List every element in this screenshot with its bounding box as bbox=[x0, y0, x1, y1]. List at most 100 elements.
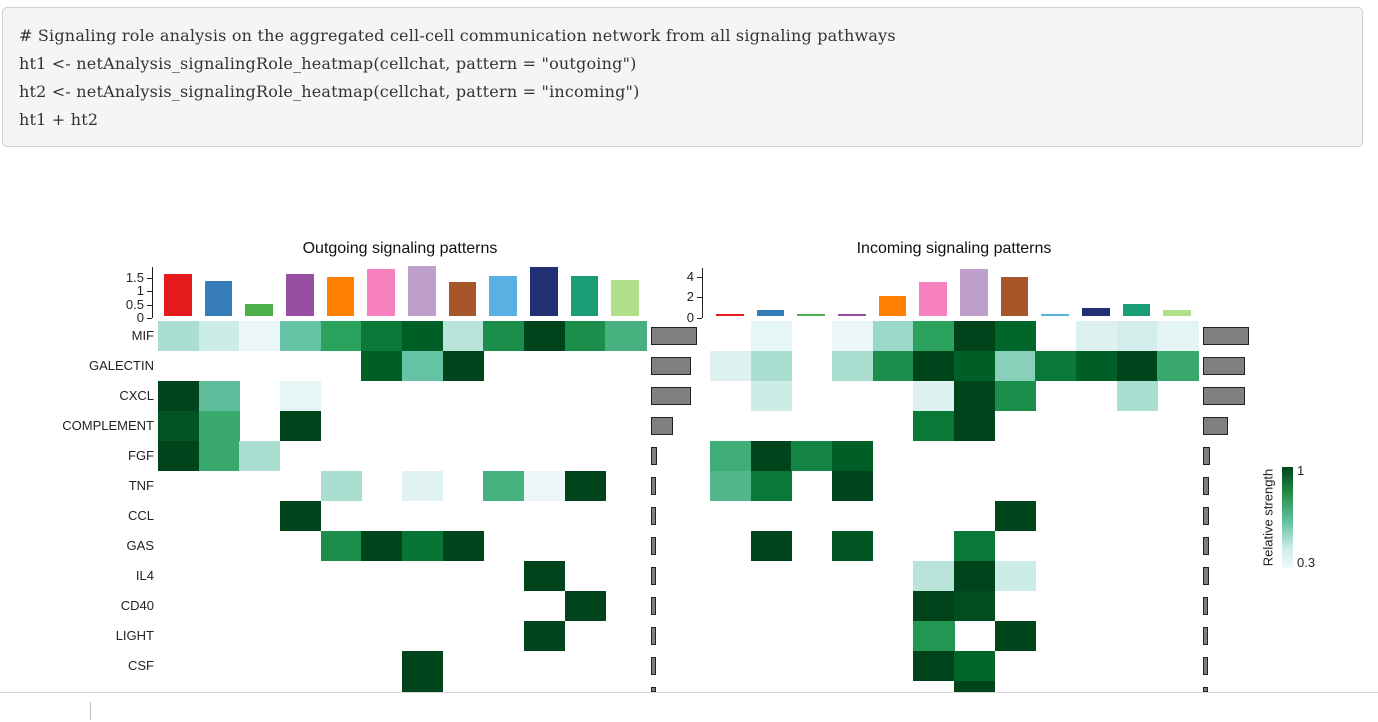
outgoing-heatmap-cell bbox=[280, 411, 322, 441]
outgoing-heatmap-cell bbox=[320, 531, 362, 561]
outgoing-column-bar bbox=[245, 303, 273, 316]
outgoing-heatmap-cell bbox=[605, 321, 647, 351]
incoming-y-tick bbox=[697, 318, 702, 319]
outgoing-row-total-bar bbox=[651, 627, 656, 645]
outgoing-row-total-bar bbox=[651, 657, 656, 675]
outgoing-column-bar bbox=[611, 279, 640, 316]
incoming-heatmap-cell bbox=[1076, 321, 1118, 351]
incoming-heatmap-cell bbox=[832, 531, 874, 561]
bottom-input-bar[interactable] bbox=[0, 692, 1378, 722]
incoming-y-tick-label: 2 bbox=[686, 289, 694, 305]
incoming-column-bar bbox=[756, 309, 785, 316]
incoming-heatmap-cell bbox=[832, 321, 874, 351]
outgoing-column-bar bbox=[326, 276, 355, 316]
incoming-heatmap-cell bbox=[954, 531, 996, 561]
incoming-row-total-bar bbox=[1203, 387, 1246, 405]
incoming-heatmap-cell bbox=[832, 441, 874, 471]
signaling-heatmap-figure: Outgoing signaling patterns Incoming sig… bbox=[62, 240, 1315, 692]
outgoing-column-bar bbox=[489, 275, 518, 316]
incoming-y-tick bbox=[697, 297, 702, 299]
outgoing-heatmap-cell bbox=[239, 321, 281, 351]
incoming-y-tick-label: 0 bbox=[686, 310, 694, 325]
incoming-heatmap-cell bbox=[750, 441, 792, 471]
outgoing-heatmap-cell bbox=[320, 321, 362, 351]
outgoing-heatmap-cell bbox=[361, 351, 403, 381]
incoming-heatmap-cell bbox=[1116, 321, 1158, 351]
incoming-heatmap-cell bbox=[994, 561, 1036, 591]
incoming-heatmap-cell bbox=[791, 441, 833, 471]
incoming-column-bar bbox=[919, 282, 947, 316]
incoming-heatmap-cell bbox=[832, 351, 874, 381]
incoming-heatmap-cell bbox=[750, 351, 792, 381]
row-label-tnf: TNF bbox=[128, 478, 154, 493]
row-label-cxcl: CXCL bbox=[119, 388, 154, 403]
outgoing-y-tick-label: 0.5 bbox=[125, 296, 144, 312]
incoming-heatmap-cell bbox=[954, 591, 996, 621]
row-label-gas: GAS bbox=[126, 538, 154, 553]
incoming-heatmap-cell bbox=[1157, 321, 1199, 351]
outgoing-column-bar bbox=[570, 275, 599, 316]
incoming-column-bar bbox=[1082, 307, 1110, 316]
incoming-heatmap-cell bbox=[954, 411, 996, 441]
outgoing-heatmap-cell bbox=[483, 321, 525, 351]
incoming-heatmap-cell bbox=[832, 471, 874, 501]
incoming-heatmap-cell bbox=[994, 321, 1036, 351]
outgoing-heatmap-cell bbox=[442, 321, 484, 351]
outgoing-row-total-bar bbox=[651, 507, 656, 525]
outgoing-heatmap-cell bbox=[402, 681, 444, 692]
outgoing-y-axis bbox=[152, 266, 153, 318]
outgoing-title: Outgoing signaling patterns bbox=[302, 240, 498, 257]
code-line-comment: # Signaling role analysis on the aggrega… bbox=[19, 26, 896, 45]
row-label-fgf: FGF bbox=[128, 448, 154, 463]
outgoing-y-tick bbox=[147, 318, 152, 319]
outgoing-y-tick-label: 1.5 bbox=[125, 269, 144, 285]
outgoing-heatmap-cell bbox=[198, 381, 240, 411]
incoming-row-total-bar bbox=[1203, 627, 1208, 645]
incoming-heatmap-cell bbox=[750, 531, 792, 561]
outgoing-heatmap-cell bbox=[158, 321, 200, 351]
incoming-y-tick bbox=[697, 276, 702, 278]
outgoing-row-total-bar bbox=[651, 597, 656, 615]
incoming-heatmap-cell bbox=[1035, 351, 1077, 381]
incoming-heatmap-cell bbox=[913, 321, 955, 351]
legend-color-bar bbox=[1282, 467, 1293, 568]
outgoing-heatmap-cell bbox=[524, 471, 566, 501]
row-label-il4: IL4 bbox=[135, 568, 154, 583]
code-line-sum: ht1 + ht2 bbox=[19, 110, 99, 129]
incoming-heatmap-cell bbox=[954, 651, 996, 681]
outgoing-heatmap-cell bbox=[524, 621, 566, 651]
incoming-row-total-bar bbox=[1203, 657, 1208, 675]
incoming-column-bar bbox=[797, 314, 825, 316]
outgoing-heatmap-cell bbox=[564, 321, 606, 351]
incoming-heatmap-cell bbox=[1116, 381, 1158, 411]
incoming-heatmap-cell bbox=[994, 381, 1036, 411]
incoming-heatmap-cell bbox=[872, 351, 914, 381]
incoming-column-bar bbox=[960, 268, 988, 316]
outgoing-row-total-bar bbox=[651, 387, 692, 405]
incoming-column-bar bbox=[716, 314, 744, 316]
incoming-column-bar bbox=[1163, 310, 1192, 316]
incoming-column-bar bbox=[878, 296, 907, 316]
outgoing-column-bar bbox=[448, 282, 477, 316]
outgoing-row-total-bar bbox=[651, 567, 656, 585]
outgoing-column-bar bbox=[286, 274, 314, 316]
outgoing-row-total-bar bbox=[651, 687, 656, 692]
row-label-light: LIGHT bbox=[115, 628, 154, 643]
incoming-heatmap-cell bbox=[994, 351, 1036, 381]
incoming-heatmap-cell bbox=[994, 501, 1036, 531]
incoming-column-bar bbox=[1041, 314, 1070, 316]
incoming-column-bar bbox=[1122, 303, 1151, 316]
code-line-ht2: ht2 <- netAnalysis_signalingRole_heatmap… bbox=[19, 82, 640, 101]
outgoing-row-total-bar bbox=[651, 357, 692, 375]
outgoing-row-total-bar bbox=[651, 537, 656, 555]
incoming-heatmap-cell bbox=[913, 621, 955, 651]
outgoing-y-tick-label: 1 bbox=[136, 283, 144, 298]
outgoing-heatmap-cell bbox=[402, 471, 444, 501]
row-label-cd40: CD40 bbox=[120, 598, 154, 613]
incoming-column-bar bbox=[838, 313, 866, 316]
outgoing-heatmap-cell bbox=[564, 471, 606, 501]
row-label-mif: MIF bbox=[131, 328, 154, 343]
incoming-heatmap-cell bbox=[954, 381, 996, 411]
code-line-ht1: ht1 <- netAnalysis_signalingRole_heatmap… bbox=[19, 54, 637, 73]
incoming-title: Incoming signaling patterns bbox=[856, 240, 1052, 257]
